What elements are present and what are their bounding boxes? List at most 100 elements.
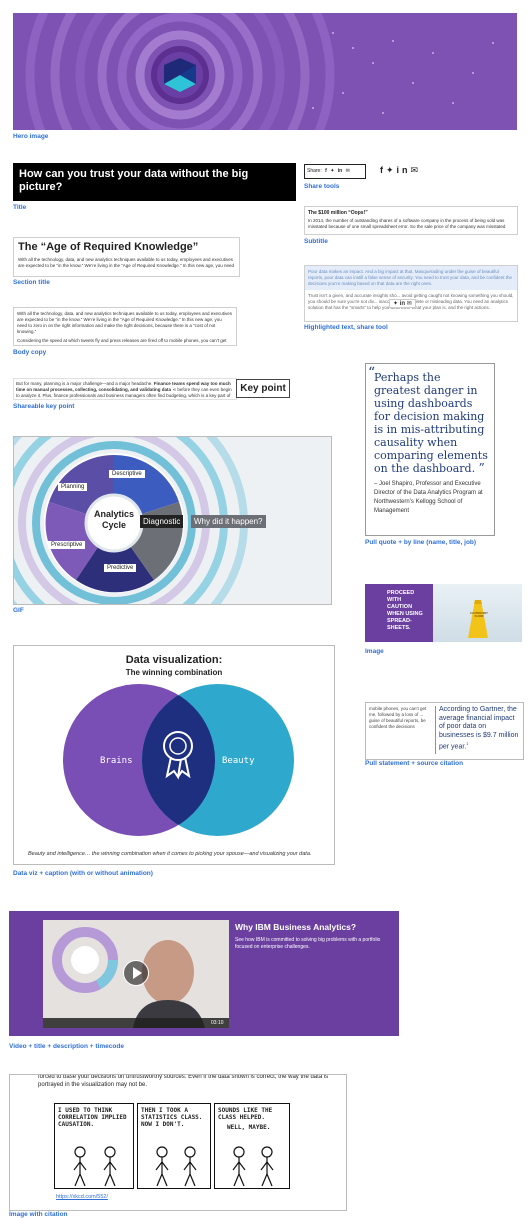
caption-dataviz: Data viz + caption (with or without anim… (13, 870, 153, 877)
label-descriptive: Descriptive (109, 470, 145, 478)
hero-image (13, 13, 517, 130)
stick-figures-icon (155, 1146, 197, 1187)
caption-section-title: Section title (13, 279, 50, 286)
dataviz-thumb: Data visualization: The winning combinat… (13, 645, 335, 865)
caution-text-panel: PROCEED WITH CAUTION WHEN USING SPREAD-S… (365, 584, 433, 642)
highlighted-text[interactable]: Poor data makes an impact. And a big imp… (305, 266, 517, 290)
twitter-icon[interactable]: ✦ (330, 168, 335, 174)
key-point-text: But for many, planning is a major challe… (14, 379, 236, 399)
award-ribbon-icon (163, 731, 193, 780)
caption-share-tools: Share tools (304, 183, 340, 190)
venn-label-brains: Brains (100, 756, 133, 766)
caption-image: Image (365, 648, 384, 655)
body-paragraph-1: With all the technology, data, and new a… (17, 311, 232, 334)
label-diagnostic: Diagnostic (140, 515, 184, 528)
email-icon[interactable]: ✉ (410, 165, 422, 175)
wet-floor-sign-icon (468, 600, 488, 638)
linkedin-icon[interactable]: in (399, 301, 406, 307)
open-quote-icon: “ (368, 365, 376, 381)
subtitle-heading: The $100 million “Oops!” (308, 210, 368, 216)
label-question: Why did it happen? (191, 515, 266, 528)
dataviz-subtitle: The winning combination (125, 668, 223, 677)
hero-rings (13, 13, 517, 130)
video-module: 03:10 Why IBM Business Analytics? See ho… (9, 911, 399, 1036)
comic-panel-3-reply: WELL, MAYBE. (227, 1124, 271, 1131)
body-paragraph-2: Considering the speed at which tweets fl… (17, 338, 227, 343)
segment-predictive (76, 523, 154, 593)
article-title: How can you trust your data without the … (19, 168, 249, 193)
video-title: Why IBM Business Analytics? (235, 922, 357, 932)
key-point-callout: Key point (236, 379, 290, 398)
caption-subtitle: Subtitle (304, 238, 328, 245)
pull-statement-left: mobile phones, you can’t get me, followe… (369, 706, 427, 729)
pull-statement-divider (435, 706, 436, 754)
section-body: With all the technology, data, and new a… (18, 257, 235, 268)
play-button-icon[interactable] (123, 960, 149, 986)
caption-video: Video + title + description + timecode (9, 1043, 124, 1050)
venn-intersection (142, 684, 215, 836)
venn-label-beauty: Beauty (222, 756, 255, 766)
video-player[interactable]: 03:10 (43, 920, 229, 1028)
video-timecode: 03:10 (211, 1020, 224, 1026)
dataviz-caption: Beauty and intelligence… the winning com… (28, 851, 312, 857)
key-point-text-a: But for many, planning is a major challe… (16, 381, 153, 386)
caution-image: PROCEED WITH CAUTION WHEN USING SPREAD-S… (365, 584, 522, 642)
video-description: See how IBM is committed to solving big … (235, 937, 381, 950)
sign-text: CAUTION WET FLOOR (470, 612, 488, 618)
comic-panel-1-text: I USED TO THINK CORRELATION IMPLIED CAUS… (58, 1107, 127, 1128)
body-thumb: With all the technology, data, and new a… (13, 307, 237, 346)
facebook-icon[interactable]: f (380, 165, 386, 175)
subtitle-thumb: The $100 million “Oops!” In 2014, the nu… (304, 206, 518, 235)
comic-thumb: forced to base your decisions on untrust… (9, 1074, 347, 1211)
section-heading: The “Age of Required Knowledge” (18, 241, 199, 253)
pull-statement-text: According to Gartner, the average financ… (439, 706, 519, 751)
comic-panel-2-text: THEN I TOOK A STATISTICS CLASS. NOW I DO… (141, 1107, 203, 1128)
cycle-center-label: Analytics Cycle (93, 509, 135, 530)
share-icon[interactable]: ⋖ (172, 387, 177, 392)
pull-quote-byline: – Joel Shapiro, Professor and Executive … (374, 481, 483, 514)
footnote-marker[interactable]: 1 (466, 741, 469, 746)
email-icon[interactable]: ✉ (345, 168, 350, 174)
caption-key-point: Shareable key point (13, 403, 75, 410)
linkedin-icon[interactable]: in (337, 168, 343, 174)
section-thumb: The “Age of Required Knowledge” With all… (13, 237, 240, 277)
caption-hero: Hero image (13, 133, 49, 140)
dataviz-title: Data visualization: (125, 654, 223, 666)
highlight-thumb: Poor data makes an impact. And a big imp… (304, 265, 518, 322)
comic-panel-2: THEN I TOOK A STATISTICS CLASS. NOW I DO… (137, 1103, 211, 1189)
close-quote-icon: ” (478, 461, 485, 475)
email-icon[interactable]: ✉ (406, 301, 412, 307)
comic-intro: forced to base your decisions on untrust… (38, 1074, 329, 1088)
gif-thumb: Analytics Cycle Descriptive Planning Pre… (13, 436, 332, 605)
caption-body-copy: Body copy (13, 349, 47, 356)
comic-panel-1: I USED TO THINK CORRELATION IMPLIED CAUS… (54, 1103, 134, 1189)
caption-pull-quote: Pull quote + by line (name, title, job) (365, 539, 477, 546)
share-icons-row: f✦in✉ (380, 165, 421, 176)
key-point-label: Key point (240, 383, 286, 394)
key-point-thumb: But for many, planning is a major challe… (13, 378, 237, 400)
subtitle-body: In 2014, the number of outstanding share… (308, 218, 506, 229)
caption-image-citation: Image with citation (9, 1211, 68, 1218)
stick-figures-icon (232, 1146, 274, 1187)
comic-citation-link[interactable]: https://xkcd.com/552/ (56, 1194, 108, 1200)
key-point-highlight[interactable]: Finance teams spend way too much time on… (16, 381, 231, 392)
pull-quote: Perhaps the greatest danger in using das… (374, 371, 488, 475)
twitter-icon[interactable]: ✦ (386, 165, 397, 175)
comic-panel-3-text: SOUNDS LIKE THE CLASS HELPED. (218, 1107, 273, 1121)
caption-title: Title (13, 204, 27, 211)
linkedin-icon[interactable]: in (396, 165, 411, 175)
label-planning: Planning (58, 483, 88, 491)
share-label: Share: (307, 168, 322, 174)
inline-share-tool: ✦ in ✉ (389, 299, 416, 308)
caption-gif: GIF (13, 607, 24, 614)
label-predictive: Predictive (104, 564, 137, 572)
caption-pull-statement: Pull statement + source citation (365, 760, 464, 767)
facebook-icon[interactable]: f (325, 168, 327, 174)
share-bar: Share: f ✦ in ✉ (304, 164, 366, 179)
twitter-icon[interactable]: ✦ (393, 301, 399, 307)
pull-statement-right: According to Gartner, the average financ… (439, 706, 519, 752)
pull-quote-thumb: “ Perhaps the greatest danger in using d… (365, 363, 495, 536)
caption-highlighted: Highlighted text, share tool (304, 324, 388, 331)
pull-statement-thumb: mobile phones, you can’t get me, followe… (365, 702, 524, 760)
stick-figures-icon (73, 1146, 117, 1187)
